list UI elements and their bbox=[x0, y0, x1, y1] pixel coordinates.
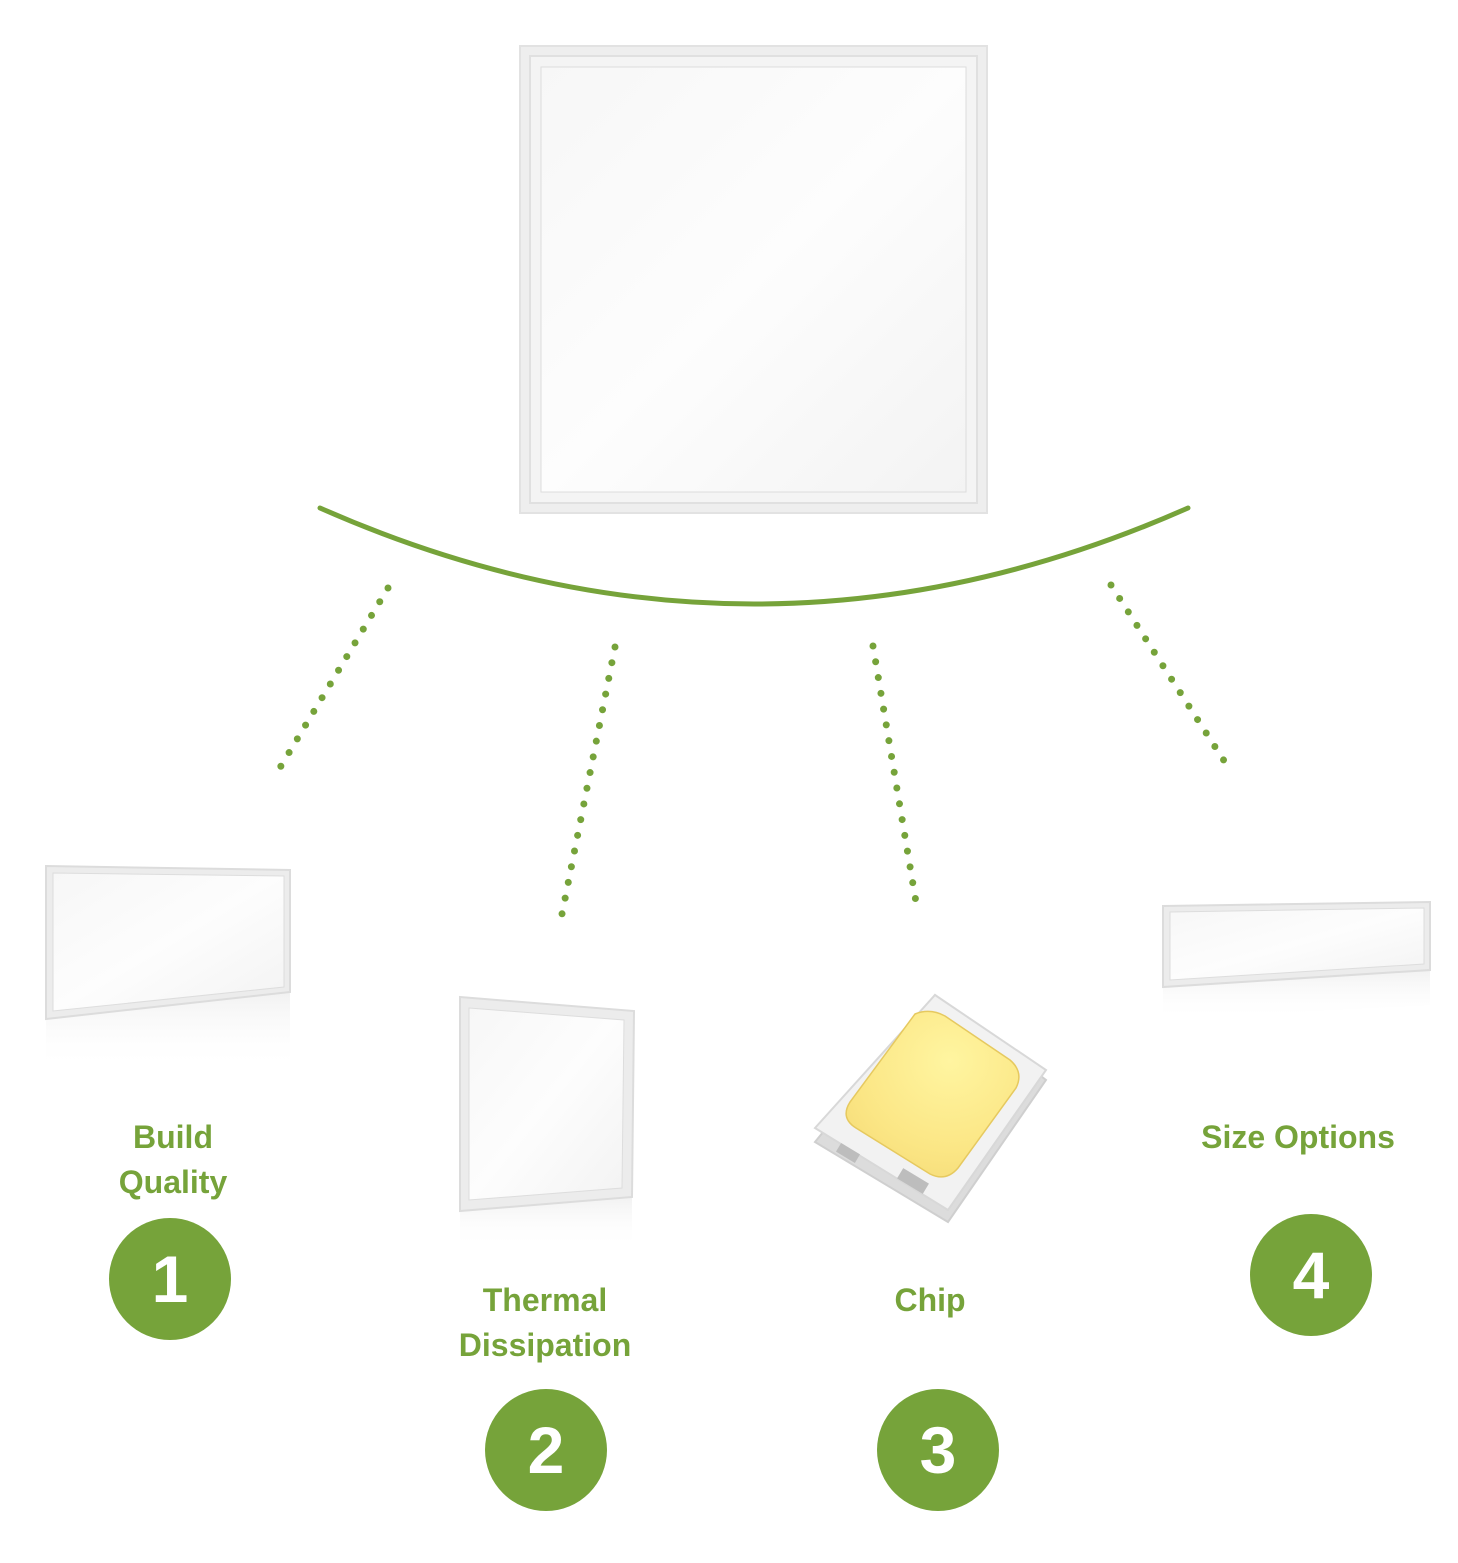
item-3-title: Chip bbox=[830, 1278, 1030, 1323]
dotted-connector-4 bbox=[1107, 581, 1234, 774]
item-4-title-line1: Size Options bbox=[1201, 1119, 1395, 1155]
item-1-title-line2: Quality bbox=[118, 1164, 228, 1200]
dotted-connector-2 bbox=[558, 643, 619, 918]
item-2-title-line2: Dissipation bbox=[458, 1327, 632, 1363]
item-2-title-line1: Thermal bbox=[482, 1282, 608, 1318]
item-2-title: Thermal Dissipation bbox=[415, 1278, 675, 1368]
item-3-title-line1: Chip bbox=[894, 1282, 966, 1318]
item-4-number-badge: 4 bbox=[1250, 1214, 1372, 1336]
item-1-title-line1: Build bbox=[133, 1119, 213, 1155]
item-1-number-badge: 1 bbox=[109, 1218, 231, 1340]
item-1-title: Build Quality bbox=[73, 1115, 273, 1205]
thermal-dissipation-image bbox=[459, 995, 636, 1248]
dotted-connector-1 bbox=[271, 584, 392, 780]
size-options-image bbox=[1162, 900, 1431, 1020]
build-quality-image bbox=[45, 864, 291, 1070]
hero-panel-image bbox=[519, 45, 988, 514]
connector-arc bbox=[317, 505, 1191, 607]
item-4-title: Size Options bbox=[1168, 1115, 1428, 1160]
item-2-number-badge: 2 bbox=[485, 1389, 607, 1511]
item-3-number-badge: 3 bbox=[877, 1389, 999, 1511]
dotted-connector-3 bbox=[869, 642, 922, 918]
led-chip-image bbox=[813, 993, 1048, 1224]
